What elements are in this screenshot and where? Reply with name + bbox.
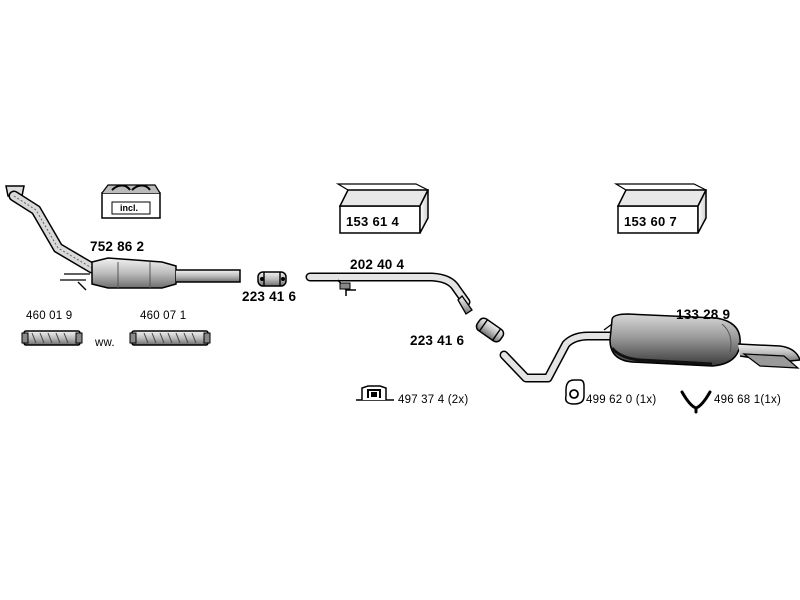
clamp-left-label: 223 41 6 — [242, 289, 297, 304]
catalyst-front-pipe[interactable] — [5, 185, 241, 291]
bracket-icon — [356, 385, 394, 401]
bracket-label: 497 37 4 (2x) — [398, 394, 469, 406]
incl-kit-box — [101, 184, 161, 219]
clamp-left[interactable] — [257, 271, 287, 287]
kit-box-2-label: 153 60 7 — [624, 214, 678, 229]
rear-silencer[interactable] — [499, 313, 800, 383]
flex-pipe-b-label: 460 07 1 — [140, 310, 187, 322]
hanger-icon — [680, 390, 712, 414]
alt-separator: ww. — [95, 337, 115, 349]
clamp-right[interactable] — [475, 316, 506, 344]
flex-pipe-a[interactable] — [21, 330, 83, 346]
rubber-mount-label: 499 62 0 (1x) — [586, 394, 657, 406]
flex-pipe-a-label: 460 01 9 — [26, 310, 73, 322]
hanger-label: 496 68 1(1x) — [714, 394, 781, 406]
middle-pipe-label: 202 40 4 — [350, 257, 405, 272]
rear-silencer-label: 133 28 9 — [676, 307, 731, 322]
flex-pipe-b[interactable] — [129, 330, 211, 346]
incl-label: incl. — [120, 203, 139, 213]
kit-box-1 — [335, 183, 430, 234]
kit-box-1-label: 153 61 4 — [346, 214, 400, 229]
rubber-mount-icon — [564, 379, 585, 405]
clamp-right-label: 223 41 6 — [410, 333, 465, 348]
catalyst-front-pipe-label: 752 86 2 — [90, 239, 145, 254]
kit-box-2 — [613, 183, 708, 234]
middle-pipe[interactable] — [305, 272, 473, 315]
